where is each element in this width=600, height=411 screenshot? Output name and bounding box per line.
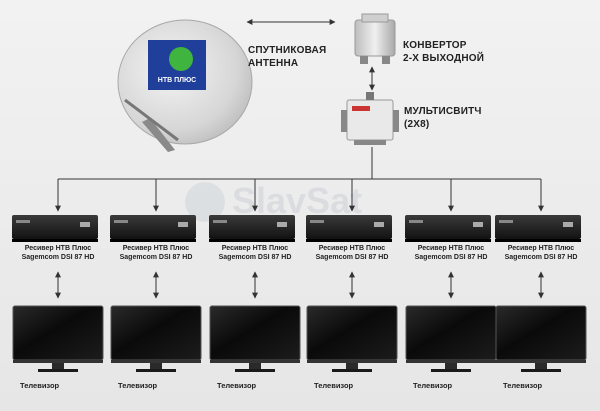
unit-1	[12, 179, 104, 372]
watermark-text: SlavSat	[232, 180, 362, 221]
watermark: SlavSat	[185, 180, 362, 222]
receiver-box	[495, 215, 581, 242]
receiver-label-line1: Ресивер НТВ Плюс	[507, 245, 575, 252]
unit-3	[209, 179, 301, 372]
unit-5	[405, 179, 497, 372]
receiver-box	[110, 215, 196, 242]
tv-label: Телевизор	[503, 381, 543, 390]
tv-set	[405, 305, 497, 372]
tv-set	[306, 305, 398, 372]
receiver-label-line1: Ресивер НТВ Плюс	[122, 245, 190, 252]
converter-lnb	[354, 13, 396, 64]
tv-set	[110, 305, 202, 372]
receiver-label-line2: Sagemcom DSI 87 HD	[21, 253, 95, 261]
receiver-label-line2: Sagemcom DSI 87 HD	[218, 253, 292, 261]
multiswitch	[341, 92, 399, 145]
receiver-label-line2: Sagemcom DSI 87 HD	[414, 253, 488, 261]
ntv-plus-brand: НТВ ПЛЮС	[158, 77, 196, 84]
unit-4	[306, 179, 398, 372]
tv-label: Телевизор	[217, 381, 257, 390]
receiver-label-line2: Sagemcom DSI 87 HD	[119, 253, 193, 261]
converter-label: КОНВЕРТОР 2-Х ВЫХОДНОЙ	[403, 40, 484, 65]
multiswitch-label: МУЛЬТИСВИТЧ (2Х8)	[404, 106, 482, 131]
converter-label-line2: 2-Х ВЫХОДНОЙ	[403, 52, 485, 64]
tv-label: Телевизор	[118, 381, 158, 390]
tv-label: Телевизор	[20, 381, 60, 390]
receiver-box	[306, 215, 392, 242]
dish-label-line1: СПУТНИКОВАЯ	[248, 45, 327, 56]
unit-2	[110, 179, 202, 372]
watermark-satellite-icon	[185, 182, 225, 222]
receiver-label-line2: Sagemcom DSI 87 HD	[315, 253, 389, 261]
receiver-label-line1: Ресивер НТВ Плюс	[24, 245, 92, 252]
tv-set	[495, 305, 587, 372]
multiswitch-label-line1: МУЛЬТИСВИТЧ	[404, 106, 482, 117]
receiver-label-line1: Ресивер НТВ Плюс	[318, 245, 386, 252]
satellite-dish: НТВ ПЛЮС	[117, 19, 253, 152]
ntv-plus-globe-icon	[169, 47, 193, 71]
receiver-tv-units	[12, 179, 587, 372]
connector-lines	[58, 19, 541, 180]
receiver-box	[405, 215, 491, 242]
tv-set	[12, 305, 104, 372]
tv-label: Телевизор	[314, 381, 354, 390]
receiver-label-line2: Sagemcom DSI 87 HD	[504, 253, 578, 261]
receiver-label-line1: Ресивер НТВ Плюс	[417, 245, 485, 252]
unit-6	[495, 179, 587, 372]
tv-label: Телевизор	[413, 381, 453, 390]
receiver-box	[209, 215, 295, 242]
receiver-label-line1: Ресивер НТВ Плюс	[221, 245, 289, 252]
dish-label-line2: АНТЕННА	[248, 57, 299, 69]
dish-label: СПУТНИКОВАЯ АНТЕННА	[248, 45, 326, 70]
receiver-box	[12, 215, 98, 242]
tv-set	[209, 305, 301, 372]
multiswitch-label-line2: (2Х8)	[404, 118, 430, 130]
converter-label-line1: КОНВЕРТОР	[403, 40, 467, 51]
